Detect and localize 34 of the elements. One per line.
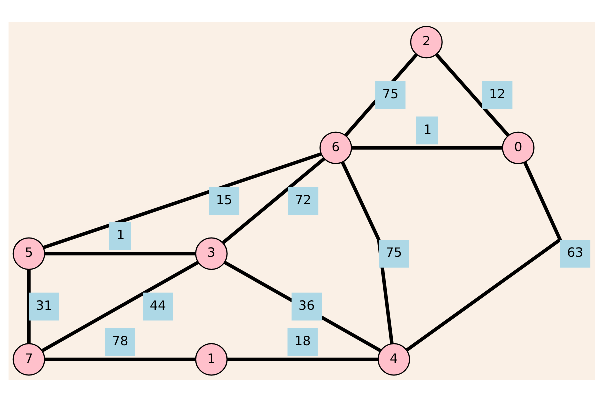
connector <box>27 269 31 344</box>
node-circle: 0 <box>502 131 535 164</box>
edge-label: 36 <box>298 298 316 314</box>
connector <box>406 161 562 352</box>
connector <box>341 161 394 344</box>
node-circle: 5 <box>12 237 46 270</box>
node-circle: 2 <box>410 26 443 58</box>
connector <box>42 260 200 352</box>
connector <box>228 357 378 361</box>
connector <box>43 152 322 249</box>
node-circle: 3 <box>195 237 228 270</box>
connector <box>352 146 503 150</box>
connector <box>344 53 418 136</box>
connector <box>45 357 196 361</box>
edge-label: 44 <box>150 298 166 314</box>
edge-label: 15 <box>216 192 233 208</box>
node-circle: 1 <box>195 342 228 376</box>
node-circle: 6 <box>320 131 352 164</box>
edge-label: 31 <box>36 298 52 314</box>
edge-label: 63 <box>567 246 584 261</box>
edge-label: 12 <box>489 86 506 102</box>
edge-label: 75 <box>386 246 402 261</box>
connector <box>222 156 326 244</box>
connector <box>45 252 196 256</box>
edge-label: 18 <box>294 334 311 349</box>
node-circle: 4 <box>378 342 410 376</box>
edge-label: 1 <box>424 122 432 138</box>
edge-label: 75 <box>382 86 399 102</box>
connector <box>436 53 510 136</box>
node-circle: 7 <box>12 342 46 376</box>
edge-label: 78 <box>112 334 128 349</box>
connector <box>224 260 382 352</box>
edge-label: 1 <box>116 228 126 244</box>
edge-label: 72 <box>295 192 312 208</box>
